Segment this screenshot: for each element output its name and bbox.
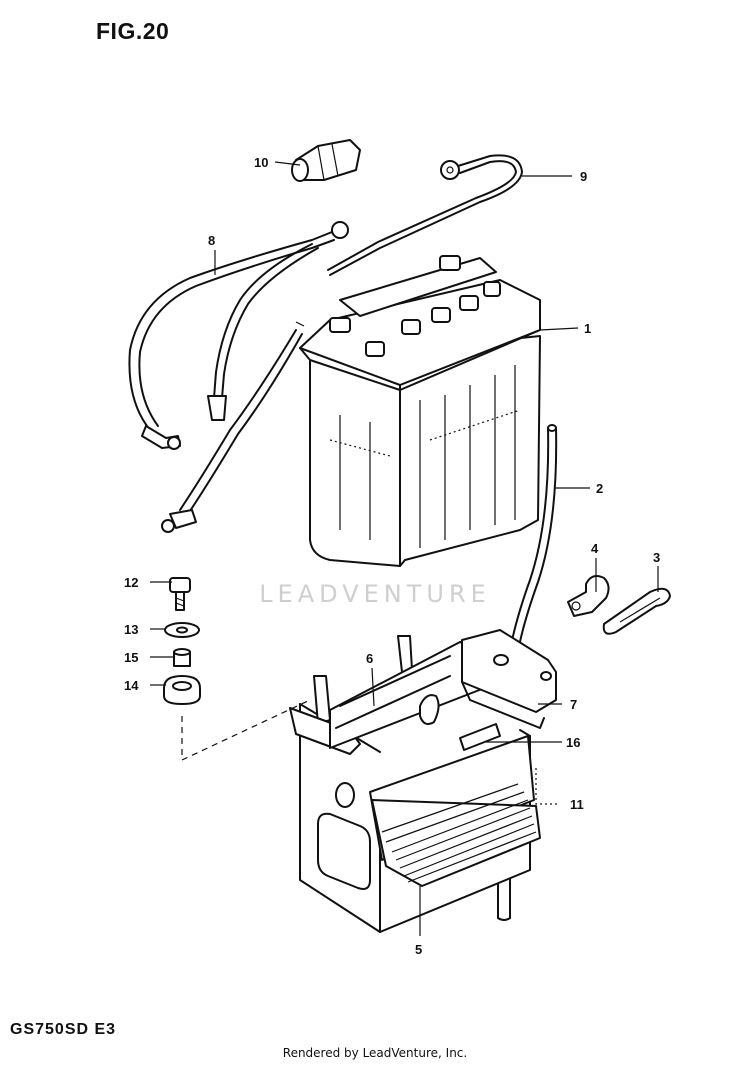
watermark: LEADVENTURE	[259, 580, 491, 608]
leader-lines	[150, 161, 659, 936]
callout-2: 2	[596, 481, 603, 496]
callout-4: 4	[591, 541, 599, 556]
callout-7: 7	[570, 697, 577, 712]
bolt-icon	[169, 577, 191, 611]
callout-16: 16	[566, 735, 580, 750]
callout-13: 13	[124, 622, 138, 637]
callout-3: 3	[653, 550, 660, 565]
callout-10: 10	[254, 155, 268, 170]
callout-14: 14	[124, 678, 139, 693]
callout-8: 8	[208, 233, 215, 248]
callout-5: 5	[415, 942, 422, 957]
battery-icon	[299, 255, 541, 567]
washer-icon	[164, 622, 200, 638]
callout-numbers: 10 9 8 1 2 4 3 12 13 15 14 6 7 16 11 5	[124, 155, 660, 957]
callout-1: 1	[584, 321, 591, 336]
callout-6: 6	[366, 651, 373, 666]
grommet-icon	[163, 675, 201, 705]
clip-icon	[602, 587, 671, 635]
callout-15: 15	[124, 650, 138, 665]
positive-lead-icon	[327, 154, 523, 276]
battery-tray-plate-icon	[369, 735, 541, 887]
callout-11: 11	[570, 797, 584, 812]
bracket-icon	[461, 629, 557, 729]
figure-title: FIG.20	[96, 18, 170, 44]
negative-lead-icon	[128, 221, 349, 533]
callout-9: 9	[580, 169, 587, 184]
terminal-cover-icon	[291, 139, 361, 182]
footer-credit: Rendered by LeadVenture, Inc.	[282, 1046, 468, 1060]
callout-12: 12	[124, 575, 138, 590]
collar-icon	[173, 648, 191, 667]
model-code: GS750SD E3	[10, 1021, 117, 1038]
clamp-icon	[567, 575, 610, 617]
